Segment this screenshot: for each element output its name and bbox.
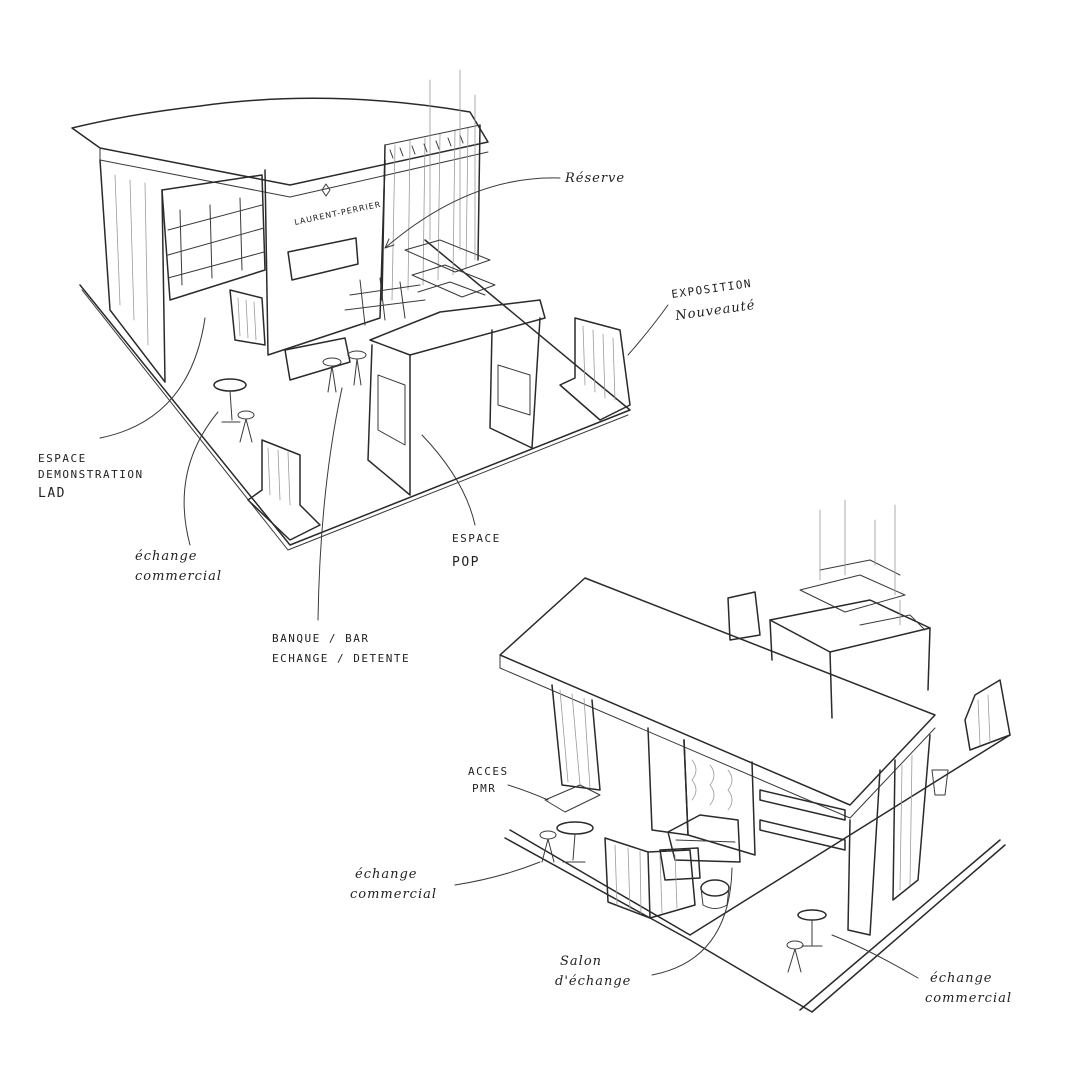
booth-1-roof (71, 97, 489, 186)
arrow-pop (421, 434, 476, 526)
label-acces-1: ACCES (468, 765, 509, 778)
label-salon-1: Salon (560, 954, 602, 969)
booth-2-divider (604, 837, 696, 919)
label-pop-2: POP (452, 555, 480, 570)
booth-sketch-2 (499, 499, 1011, 1013)
label-exposition-1: EXPOSITION (671, 277, 753, 301)
booth-2-rear-counter (769, 599, 931, 653)
arrow-demo (99, 317, 206, 439)
booth-2-sofa (667, 814, 741, 863)
arrow-echange-right (831, 934, 919, 979)
booth-1-left-wall (99, 159, 166, 383)
booth-2-floor (509, 734, 1011, 1011)
label-echange-1: échange (135, 549, 198, 564)
arrow-echange-left (454, 861, 541, 886)
booth-1-lounge-chair (247, 439, 321, 541)
label-demo-3: LAD (38, 486, 66, 501)
booth-1-screen (287, 237, 359, 281)
booth-1-bar-counter (369, 299, 546, 356)
arrow-reserve (384, 177, 561, 249)
label-echange-right-2: commercial (925, 991, 1012, 1006)
label-banque-1: BANQUE / BAR (272, 632, 369, 645)
booth-2-pillar-left (551, 684, 601, 791)
label-exposition-2: Nouveauté (673, 298, 756, 324)
arrow-echange (183, 411, 219, 546)
label-demo-1: ESPACE (38, 452, 87, 465)
booth-1-floor (79, 239, 631, 546)
arrow-exposition (627, 304, 669, 356)
arrow-acces (507, 784, 549, 801)
label-banque-2: ECHANGE / DETENTE (272, 652, 410, 665)
booth-sketch-1: LAURENT-PERRIER (71, 69, 631, 551)
booth-2-roof (499, 577, 936, 806)
booth-1-curtain (381, 124, 481, 301)
label-demo-2: DEMONSTRATION (38, 468, 144, 481)
arrow-banque (317, 387, 343, 621)
arrow-salon (651, 867, 733, 976)
label-reserve: Réserve (564, 171, 625, 186)
label-echange-left-1: échange (355, 867, 418, 882)
label-acces-2: PMR (472, 782, 496, 795)
booth-2-back-wall (683, 739, 756, 856)
booth-1-brand-logo: LAURENT-PERRIER (294, 200, 383, 227)
label-echange-2: commercial (135, 569, 222, 584)
label-salon-2: d'échange (555, 974, 631, 989)
label-echange-left-2: commercial (350, 887, 437, 902)
label-echange-right-1: échange (930, 971, 993, 986)
label-pop-1: ESPACE (452, 532, 501, 545)
booth-2-labels: ACCES PMR échange commercial Salon d'éch… (350, 765, 1012, 1006)
booth-1-display-chair (559, 317, 631, 421)
